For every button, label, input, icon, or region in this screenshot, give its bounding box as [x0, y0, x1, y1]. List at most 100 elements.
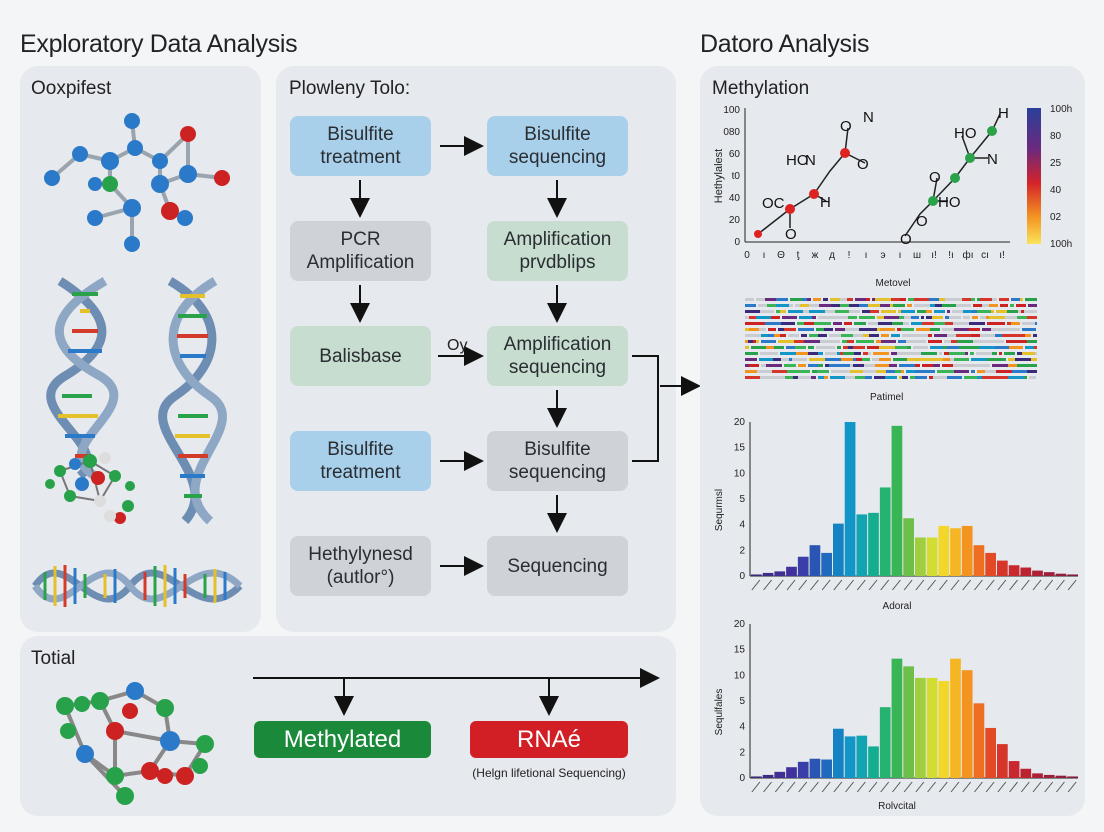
heatmap-cell	[808, 352, 818, 355]
heatmap-cell	[784, 328, 796, 331]
heatmap-cell	[1008, 376, 1024, 379]
heatmap-cell	[903, 322, 909, 325]
heatmap-cell	[921, 316, 924, 319]
hist1-bar	[961, 525, 973, 576]
methylation-xtick: ı	[899, 250, 902, 261]
heatmap-cell	[963, 310, 972, 313]
heatmap-cell	[895, 346, 907, 349]
hist2-xtick	[821, 781, 831, 793]
heatmap-cell	[808, 346, 814, 349]
heatmap-cell	[863, 352, 868, 355]
heatmap-cell	[800, 304, 809, 307]
hist2-ytick: 4	[739, 722, 745, 733]
heatmap-cell	[835, 310, 849, 313]
hist1-bar	[879, 487, 891, 576]
hist1-xtick	[1020, 579, 1030, 591]
heatmap-cell	[862, 358, 870, 361]
svg-text:HO: HO	[786, 152, 809, 169]
heatmap-cell	[969, 328, 980, 331]
heatmap-cell	[781, 322, 795, 325]
heatmap-cell	[933, 376, 947, 379]
heatmap-cell	[933, 364, 940, 367]
heatmap-cell	[1031, 358, 1037, 361]
heatmap-cell	[745, 352, 758, 355]
heatmap-cell	[893, 304, 905, 307]
hist1-caption: Adoral	[883, 601, 912, 612]
heatmap-cell	[930, 358, 939, 361]
heatmap-cell	[809, 358, 825, 361]
svg-text:N: N	[987, 151, 998, 168]
heatmap-cell	[963, 316, 970, 319]
heatmap-cell	[829, 334, 841, 337]
heatmap-cell	[797, 322, 804, 325]
heatmap-cell	[1025, 334, 1031, 337]
heatmap-cell	[804, 340, 820, 343]
hist1-xtick	[962, 579, 972, 591]
heatmap-cell	[799, 316, 812, 319]
heatmap-cell	[850, 364, 853, 367]
heatmap-cell	[788, 334, 799, 337]
hist1-bar	[751, 574, 762, 576]
heatmap-cell	[902, 376, 908, 379]
heatmap-cell	[926, 310, 932, 313]
hist2-xtick	[856, 781, 866, 793]
hist2-bar	[797, 761, 809, 778]
methylation-xtick: ı	[865, 250, 868, 261]
heatmap-cell	[980, 298, 992, 301]
methylation-xtick: ж	[812, 250, 819, 261]
heatmap-cell	[914, 334, 928, 337]
heatmap-cell	[930, 346, 943, 349]
methylation-xtick: ǃ	[848, 250, 851, 261]
heatmap-cell	[756, 340, 759, 343]
heatmap-cell	[745, 316, 749, 319]
heatmap-cell	[892, 322, 903, 325]
hist2-bar	[844, 736, 856, 778]
heatmap-cell	[824, 376, 828, 379]
heatmap-cell	[1034, 346, 1037, 349]
heatmap-cell	[996, 310, 1007, 313]
heatmap-cell	[880, 328, 895, 331]
heatmap-cell	[825, 358, 841, 361]
heatmap-cell	[929, 298, 939, 301]
heatmap-cell	[854, 352, 861, 355]
hist1-xtick	[751, 579, 761, 591]
heatmap-cell	[1025, 298, 1037, 301]
heatmap-cell	[879, 358, 891, 361]
heatmap-cell	[774, 352, 778, 355]
heatmap-cell	[976, 352, 992, 355]
hist1-xtick	[821, 579, 831, 591]
heatmap-cell	[910, 376, 915, 379]
heatmap-cell	[809, 310, 825, 313]
heatmap-cell	[768, 328, 776, 331]
analysis-panel-label: Methylation	[712, 78, 810, 99]
heatmap-cell	[864, 364, 875, 367]
hist1-xtick	[892, 579, 901, 591]
heatmap-cell	[954, 358, 969, 361]
heatmap-cell	[942, 304, 956, 307]
heatmap-cell	[922, 322, 934, 325]
heatmap-cell	[837, 346, 841, 349]
heatmap-cell	[1002, 334, 1011, 337]
heatmap-cell	[853, 358, 856, 361]
heatmap-cell	[947, 334, 956, 337]
heatmap-cell	[749, 364, 759, 367]
heatmap-cell	[814, 322, 828, 325]
heatmap-cell	[977, 310, 991, 313]
heatmap-cell	[828, 322, 831, 325]
heatmap-cell	[745, 322, 757, 325]
heatmap-cell	[987, 358, 995, 361]
heatmap-cell	[856, 358, 862, 361]
methylation-xtick: ı	[763, 250, 766, 261]
svg-text:O: O	[840, 118, 852, 135]
heatmap-cell	[943, 358, 950, 361]
heatmap-cell	[1027, 316, 1037, 319]
svg-text:O: O	[857, 156, 869, 173]
heatmap-cell	[819, 346, 835, 349]
workflow-box-methylation-author: Hethylynesd (autlor°)	[290, 536, 431, 596]
heatmap-cell	[824, 328, 833, 331]
methylation-ytick: 0	[734, 237, 740, 248]
heatmap-cell	[930, 304, 935, 307]
heatmap-cell	[970, 346, 979, 349]
hist2-ytick: 2	[739, 747, 745, 758]
heatmap-cell	[841, 358, 853, 361]
